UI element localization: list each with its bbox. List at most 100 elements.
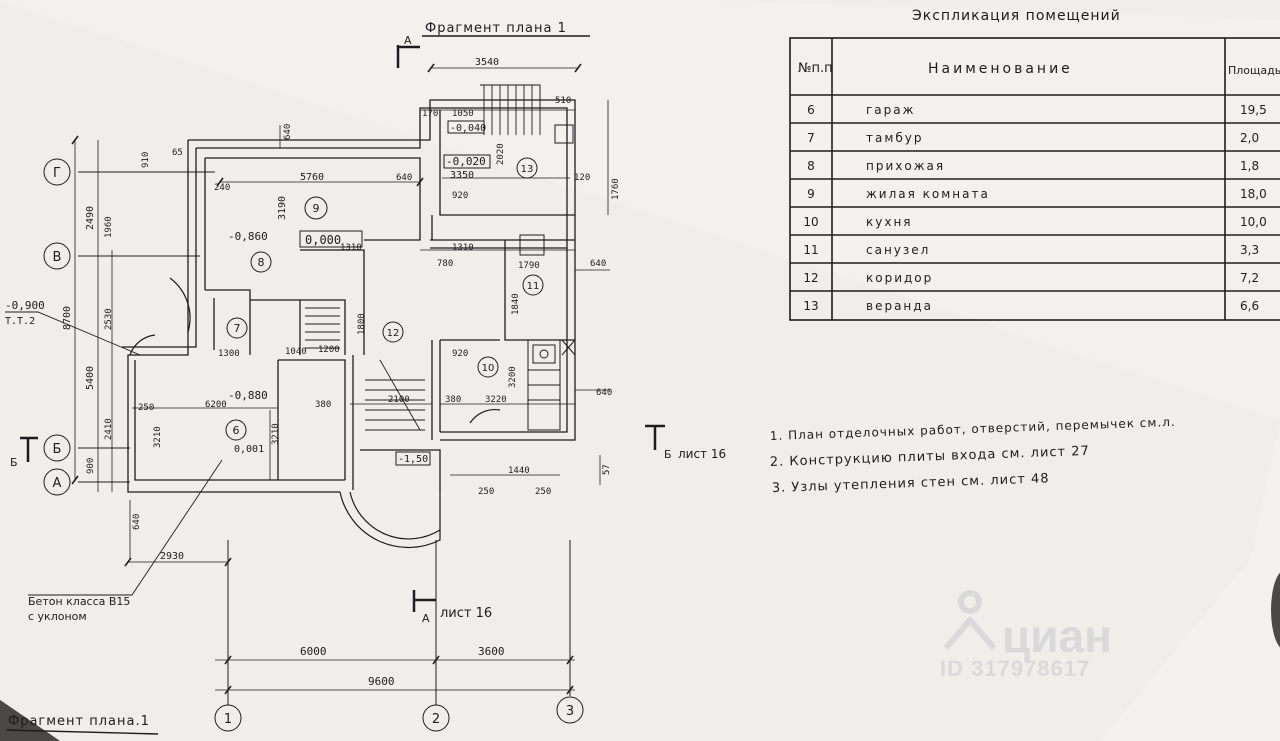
dim-1310: 1310 — [452, 243, 474, 253]
dim-3540: 3540 — [475, 57, 499, 68]
level-garage-outer: -0,900 — [5, 299, 45, 312]
table-header-name: Наименование — [928, 61, 1073, 77]
dim-250-entrance-2: 250 — [535, 487, 551, 497]
section-b-left-label: Б — [10, 456, 18, 469]
table-row-name: жилая комната — [866, 187, 990, 201]
wall-living-room — [205, 157, 421, 241]
table-row-name: гараж — [866, 103, 915, 117]
dim-1050: 1050 — [452, 109, 474, 119]
level-tt2: Т.Т.2 — [5, 316, 35, 327]
door-swing-tambour — [169, 277, 191, 333]
level-garage-floor: 0,001 — [234, 444, 264, 455]
dim-120: 120 — [574, 173, 590, 183]
table-header-area: Площадь — [1228, 64, 1280, 77]
section-b-right-sheet: лист 16 — [678, 447, 726, 461]
dim-2100: 2100 — [388, 395, 410, 405]
table-row-area: 10,0 — [1240, 215, 1267, 229]
concrete-leader — [28, 459, 223, 596]
dim-1040: 1040 — [285, 347, 307, 357]
dim-510: 510 — [555, 96, 571, 106]
dim-6200: 6200 — [205, 400, 227, 410]
dim-8700: 8700 — [62, 306, 73, 330]
plan-title-top: Фрагмент плана 1 — [425, 21, 567, 36]
table-row-name: санузел — [866, 243, 930, 257]
axis-bubble-1 — [214, 704, 242, 732]
table-row-area: 19,5 — [1240, 103, 1267, 117]
dim-240: 240 — [214, 183, 230, 193]
dim-3210-left: 3210 — [153, 426, 163, 448]
level-garage-leader — [5, 311, 141, 356]
room-number-10: 10 — [482, 363, 495, 374]
dim-3600: 3600 — [478, 645, 505, 658]
dim-3190: 3190 — [277, 196, 288, 220]
room-number-7: 7 — [234, 322, 241, 335]
table-row-area: 6,6 — [1240, 299, 1259, 313]
dim-1840: 1840 — [511, 293, 521, 315]
dim-2530: 2530 — [104, 308, 114, 330]
section-a-bottom-sheet: лист 16 — [440, 606, 492, 621]
table-row-num: 6 — [807, 103, 815, 117]
table-row-name: прихожая — [866, 159, 945, 173]
dim-3200: 3200 — [508, 366, 518, 388]
axis-label-2: 2 — [432, 712, 440, 727]
room-bubble-7 — [226, 317, 248, 339]
room-number-11: 11 — [527, 281, 540, 292]
dim-640-living: 640 — [396, 173, 412, 183]
dim-780: 780 — [437, 259, 453, 269]
level-garage: -0,880 — [228, 389, 268, 402]
concrete-note-line2: с уклоном — [28, 610, 87, 623]
axis-bubble-g — [43, 158, 71, 186]
wall-north — [188, 99, 576, 228]
axis-label-a: А — [53, 476, 62, 491]
dim-3210: 3210 — [271, 423, 281, 445]
watermark-id: ID 317978617 — [940, 656, 1090, 681]
dim-65: 65 — [172, 148, 183, 158]
section-a-bottom-label: А — [422, 612, 430, 625]
wall-corridor-north — [300, 249, 365, 355]
level-box-entrance — [395, 451, 431, 466]
table-row-name: веранда — [866, 299, 933, 313]
watermark-brand: циан — [1002, 610, 1112, 662]
watermark: циан ID 317978617 — [940, 590, 1112, 681]
room-bubble-11 — [522, 274, 544, 296]
entrance-landing-arc — [339, 491, 441, 549]
dim-2020: 2020 — [496, 143, 506, 165]
dim-6000: 6000 — [300, 645, 327, 658]
table-header-num: №п.п — [798, 61, 833, 76]
plan-title-bottom-underline — [5, 729, 159, 735]
dim-1200: 1200 — [318, 345, 340, 355]
table-row-area: 2,0 — [1240, 131, 1259, 145]
wall-west — [127, 140, 340, 493]
basement-stair-arrow — [379, 359, 421, 431]
level-veranda: -0,020 — [446, 155, 486, 168]
explication-table — [789, 37, 1280, 321]
dim-2410: 2410 — [104, 418, 114, 440]
axis-label-b: Б — [53, 442, 62, 457]
table-row-num: 7 — [807, 131, 815, 145]
room-bubble-8 — [250, 251, 272, 273]
axis-bubble-3 — [556, 696, 584, 724]
dim-2930: 2930 — [160, 551, 184, 562]
table-title: Экспликация помещений — [912, 8, 1121, 24]
table-row-area: 1,8 — [1240, 159, 1259, 173]
wall-tambour — [205, 289, 251, 355]
axis-label-g: Г — [53, 166, 61, 181]
veranda-column — [554, 124, 574, 144]
wall-garage-outer — [134, 360, 345, 481]
dim-1960: 1960 — [104, 216, 114, 238]
axis-bubble-a — [43, 468, 71, 496]
wall-entrance — [360, 449, 441, 492]
wall-garage-east — [278, 359, 346, 480]
wall-stair-box — [300, 299, 346, 355]
door-swing-kitchen — [469, 408, 501, 424]
room-bubble-6 — [225, 419, 247, 441]
axis-bubble-b — [43, 434, 71, 462]
table-row-num: 13 — [803, 299, 818, 313]
room-bubble-9 — [304, 196, 328, 220]
dim-57: 57 — [602, 464, 612, 475]
axis-label-3: 3 — [566, 704, 574, 719]
kitchen-stove — [532, 344, 556, 364]
concrete-note-line1: Бетон класса B15 — [28, 595, 130, 608]
